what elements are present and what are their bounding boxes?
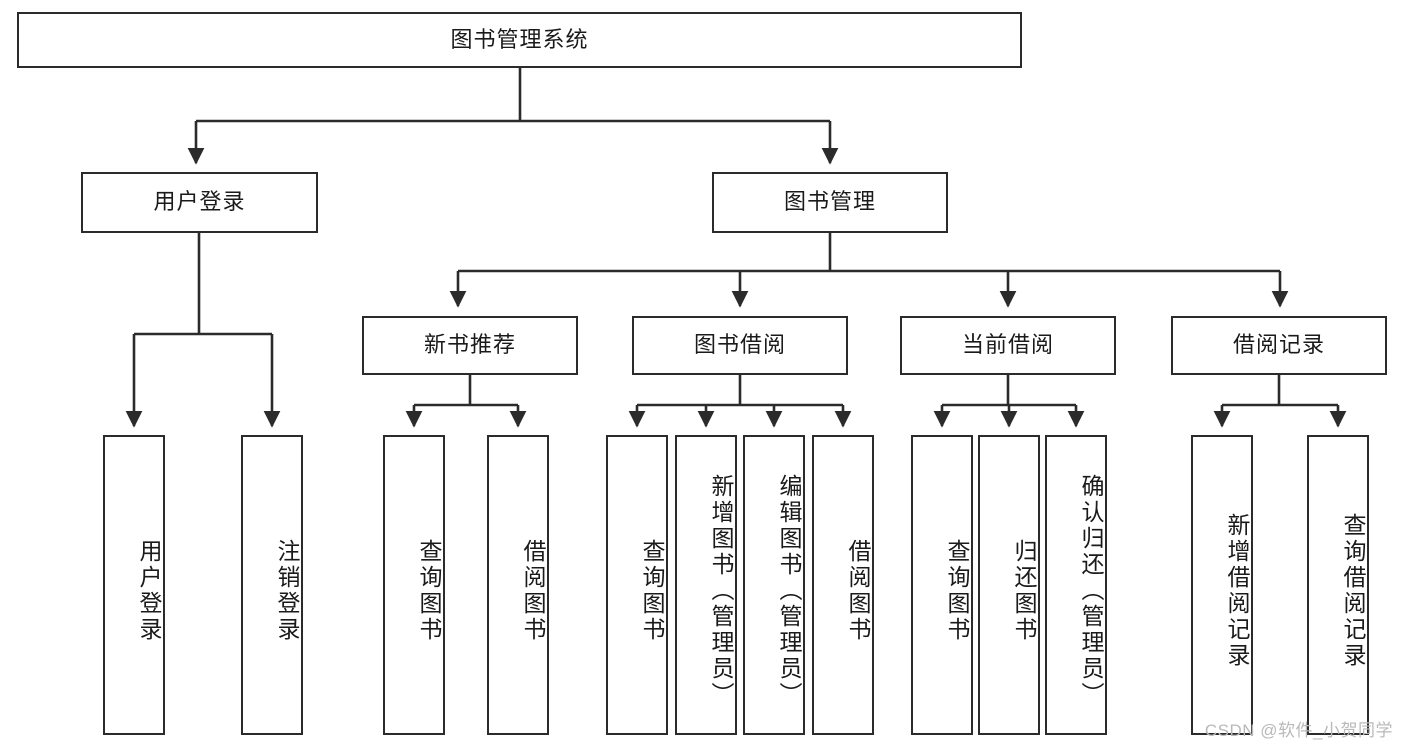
node-leaf-add-book-label: 新增图书（管理员）	[708, 474, 734, 708]
node-leaf-add-record[interactable]: 新增借阅记录	[1191, 435, 1253, 735]
node-leaf-borrow-book-1-label: 借阅图书	[520, 539, 546, 643]
node-book-management[interactable]: 图书管理	[712, 172, 948, 233]
node-leaf-user-login[interactable]: 用户登录	[103, 435, 165, 735]
node-leaf-query-book-3[interactable]: 查询图书	[911, 435, 973, 735]
node-leaf-logout-login[interactable]: 注销登录	[241, 435, 303, 735]
watermark: CSDN @软件_小贺同学	[1204, 721, 1393, 740]
node-user-login-label: 用户登录	[153, 189, 246, 215]
node-current-borrow-label: 当前借阅	[961, 332, 1054, 358]
node-leaf-query-book-2[interactable]: 查询图书	[606, 435, 668, 735]
node-leaf-confirm-return-label: 确认归还（管理员）	[1078, 474, 1104, 708]
node-leaf-borrow-book-2[interactable]: 借阅图书	[812, 435, 874, 735]
node-leaf-borrow-book-2-label: 借阅图书	[845, 539, 871, 643]
node-borrow-record-label: 借阅记录	[1232, 332, 1325, 358]
node-leaf-edit-book[interactable]: 编辑图书（管理员）	[743, 435, 805, 735]
node-leaf-return-book[interactable]: 归还图书	[978, 435, 1040, 735]
node-book-borrow[interactable]: 图书借阅	[632, 316, 848, 375]
node-leaf-query-book-1-label: 查询图书	[416, 539, 442, 643]
node-borrow-record[interactable]: 借阅记录	[1171, 316, 1387, 375]
node-leaf-confirm-return[interactable]: 确认归还（管理员）	[1045, 435, 1107, 735]
node-leaf-query-record-label: 查询借阅记录	[1340, 513, 1366, 669]
node-leaf-add-book[interactable]: 新增图书（管理员）	[675, 435, 737, 735]
node-new-book-recommend[interactable]: 新书推荐	[362, 316, 578, 375]
node-leaf-return-book-label: 归还图书	[1011, 539, 1037, 643]
node-leaf-query-record[interactable]: 查询借阅记录	[1307, 435, 1369, 735]
node-root[interactable]: 图书管理系统	[17, 12, 1022, 68]
node-leaf-query-book-2-label: 查询图书	[639, 539, 665, 643]
node-book-borrow-label: 图书借阅	[693, 332, 786, 358]
node-leaf-add-record-label: 新增借阅记录	[1224, 513, 1250, 669]
node-current-borrow[interactable]: 当前借阅	[900, 316, 1116, 375]
node-leaf-logout-login-label: 注销登录	[274, 539, 300, 643]
node-leaf-borrow-book-1[interactable]: 借阅图书	[487, 435, 549, 735]
node-new-book-recommend-label: 新书推荐	[423, 332, 516, 358]
node-leaf-edit-book-label: 编辑图书（管理员）	[776, 474, 802, 708]
node-book-management-label: 图书管理	[783, 189, 876, 215]
node-leaf-user-login-label: 用户登录	[136, 539, 162, 643]
node-user-login[interactable]: 用户登录	[81, 172, 318, 233]
node-root-label: 图书管理系统	[450, 26, 589, 52]
node-leaf-query-book-3-label: 查询图书	[944, 539, 970, 643]
node-leaf-query-book-1[interactable]: 查询图书	[383, 435, 445, 735]
